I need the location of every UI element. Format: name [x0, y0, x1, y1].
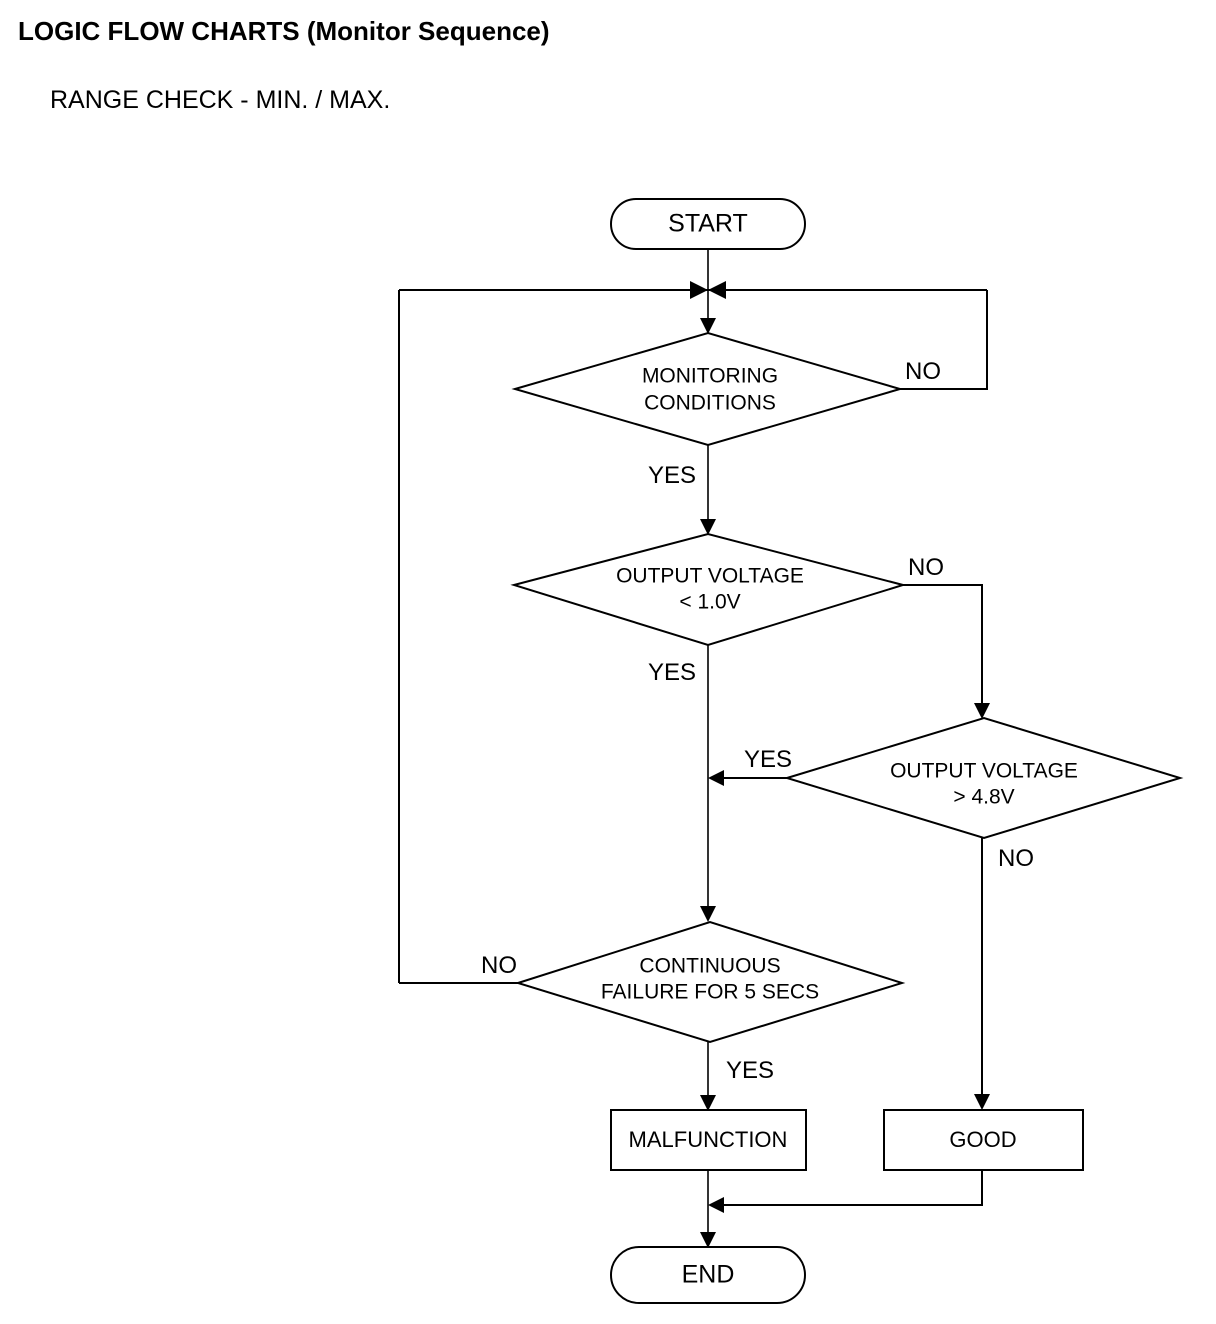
node-continuous-failure-label-line2: FAILURE FOR 5 SECS	[601, 981, 819, 1004]
edge-label-monitoring-no: NO	[905, 358, 941, 385]
edge-label-continuous-no: NO	[481, 952, 517, 979]
page-subtitle: RANGE CHECK - MIN. / MAX.	[50, 86, 391, 114]
edge-label-volt-max-yes: YES	[744, 746, 792, 773]
node-malfunction-label: MALFUNCTION	[629, 1127, 788, 1152]
arrow-good-merge	[708, 1197, 724, 1213]
node-monitoring-conditions-label-line1: MONITORING	[642, 365, 778, 388]
node-output-voltage-max[interactable]	[783, 716, 1184, 840]
connector-volt-min-no	[903, 584, 983, 710]
node-output-voltage-max-label-line2: > 4.8V	[953, 786, 1014, 809]
node-continuous-failure-label-line1: CONTINUOUS	[639, 955, 780, 978]
edge-label-volt-max-no: NO	[998, 845, 1034, 872]
arrow-to-good	[974, 1094, 990, 1110]
arrow-volt-max-yes	[708, 770, 724, 786]
arrow-to-malfunction	[700, 1095, 716, 1111]
node-start-label: START	[668, 210, 748, 238]
arrow-to-volt-min	[700, 519, 716, 535]
node-monitoring-conditions-label-line2: CONDITIONS	[644, 392, 776, 415]
node-continuous-failure[interactable]	[514, 920, 906, 1044]
arrow-merge-right	[708, 281, 726, 299]
arrow-merge-left	[690, 281, 708, 299]
arrow-to-continuous	[700, 906, 716, 922]
page-title: LOGIC FLOW CHARTS (Monitor Sequence)	[18, 16, 550, 46]
node-malfunction[interactable]	[610, 1109, 807, 1171]
arrow-to-volt-max	[974, 703, 990, 719]
connector-good-to-end	[717, 1170, 983, 1206]
node-end[interactable]	[610, 1246, 806, 1304]
node-start[interactable]	[610, 198, 806, 250]
edge-label-monitoring-yes: YES	[648, 462, 696, 489]
node-output-voltage-max-label-line1: OUTPUT VOLTAGE	[890, 760, 1078, 783]
node-end-label: END	[682, 1261, 735, 1289]
edge-label-volt-min-no: NO	[908, 554, 944, 581]
arrow-to-end	[700, 1232, 716, 1248]
node-output-voltage-min[interactable]	[510, 532, 907, 647]
edge-label-continuous-yes: YES	[726, 1057, 774, 1084]
edge-label-volt-min-yes: YES	[648, 659, 696, 686]
node-output-voltage-min-label-line1: OUTPUT VOLTAGE	[616, 565, 804, 588]
node-good[interactable]	[883, 1109, 1084, 1171]
node-good-label: GOOD	[949, 1127, 1016, 1152]
node-output-voltage-min-label-line2: < 1.0V	[679, 591, 740, 614]
connector-monitoring-no	[900, 290, 988, 390]
node-monitoring-conditions[interactable]	[511, 331, 904, 447]
arrow-to-monitoring	[700, 318, 716, 334]
